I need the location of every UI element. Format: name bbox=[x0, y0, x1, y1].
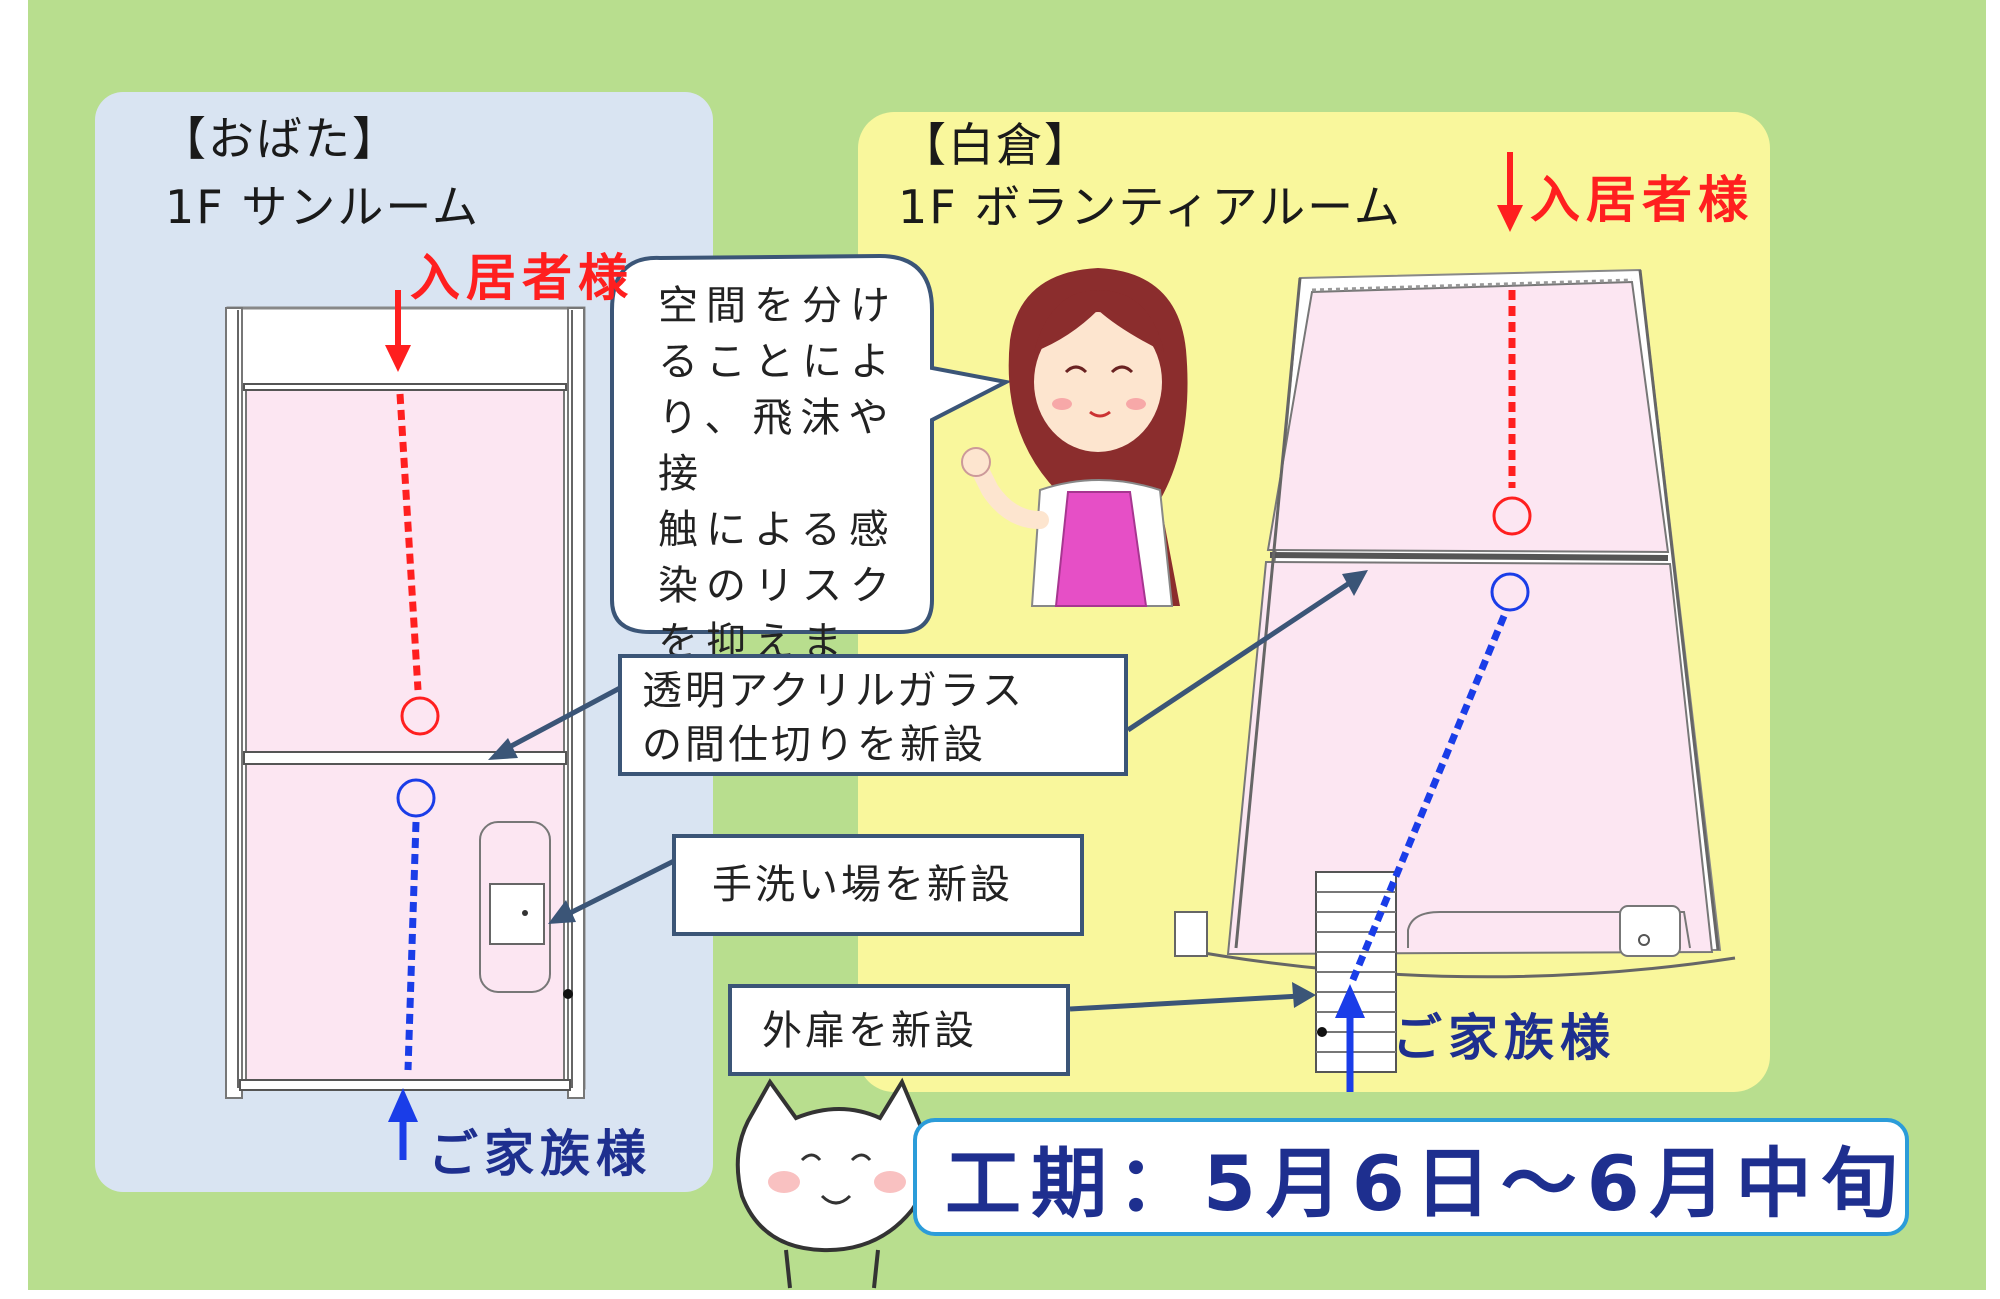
left-resident-label: 入居者様 bbox=[410, 249, 634, 307]
door-callout: 外扉を新設 bbox=[728, 984, 1070, 1076]
bubble-line: り、飛沫や接 bbox=[658, 395, 897, 497]
left-acrylic-partition bbox=[243, 751, 567, 765]
bubble-line: 空間を分け bbox=[658, 283, 898, 329]
door-callout-text: 外扉を新設 bbox=[762, 1008, 977, 1054]
left-floorplan bbox=[225, 290, 586, 1160]
left-panel-title-line1: 【おばた】 bbox=[160, 112, 400, 166]
right-red-arrow-down-icon bbox=[1497, 205, 1523, 232]
speech-bubble bbox=[610, 253, 1013, 634]
right-resident-label: 入居者様 bbox=[1530, 171, 1754, 229]
construction-schedule: 工期：5月6日～6月中旬 bbox=[913, 1118, 1909, 1236]
left-red-arrow-down-icon bbox=[385, 345, 411, 372]
right-panel-title-line1: 【白倉】 bbox=[900, 118, 1092, 172]
right-sink-icon bbox=[1619, 905, 1681, 957]
woman-illustration-icon bbox=[961, 268, 1188, 607]
bubble-line: 触による感 bbox=[658, 507, 897, 553]
cat-illustration-icon bbox=[735, 1077, 930, 1289]
handwash-callout-text: 手洗い場を新設 bbox=[712, 862, 1013, 908]
right-family-area bbox=[1226, 560, 1714, 956]
right-floorplan bbox=[1174, 152, 1736, 1092]
bubble-line: 染のリスク bbox=[658, 563, 898, 609]
right-resident-area bbox=[1266, 280, 1670, 554]
callout-pointers bbox=[488, 570, 1368, 1012]
right-blue-arrow-up-icon bbox=[1335, 984, 1365, 1018]
right-acrylic-partition bbox=[1269, 552, 1669, 561]
right-family-label: ご家族様 bbox=[1392, 1009, 1616, 1067]
left-sink-icon bbox=[489, 883, 545, 945]
bubble-line: ることによ bbox=[658, 339, 898, 385]
partition-callout-line1: 透明アクリルガラス bbox=[642, 668, 1025, 714]
handwash-callout: 手洗い場を新設 bbox=[672, 834, 1084, 936]
left-family-label: ご家族様 bbox=[428, 1125, 652, 1183]
partition-callout: 透明アクリルガラス の間仕切りを新設 bbox=[618, 654, 1128, 776]
partition-callout-line2: の間仕切りを新設 bbox=[642, 722, 986, 768]
left-blue-arrow-up-icon bbox=[388, 1088, 418, 1122]
left-panel-title-line2: 1F サンルーム bbox=[165, 180, 480, 234]
right-panel-title-line2: 1F ボランティアルーム bbox=[898, 180, 1402, 234]
